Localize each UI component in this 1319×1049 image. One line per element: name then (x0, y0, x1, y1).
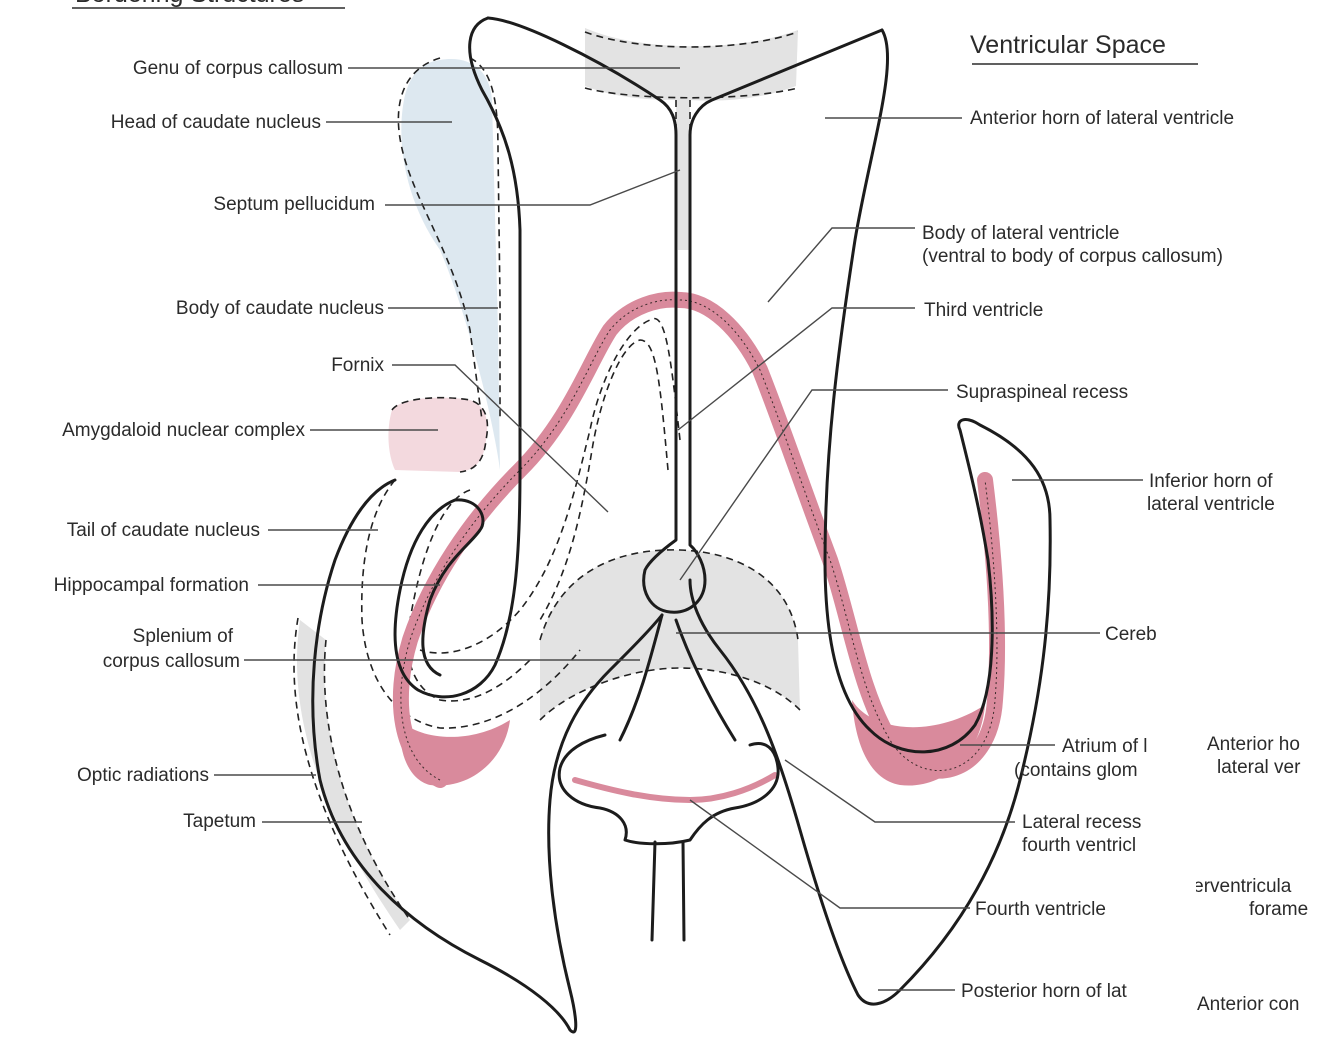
labels-left-group: Genu of corpus callosum Head of caudate … (54, 58, 385, 832)
label-optic-radiations: Optic radiations (77, 765, 209, 786)
label-atrium-line1: Atrium of l (1062, 736, 1148, 757)
label-lateral-recess-line1: Lateral recess (1022, 812, 1141, 833)
choroid-plexus-right-arc (680, 300, 997, 771)
label-tapetum: Tapetum (183, 811, 256, 832)
label-third-ventricle: Third ventricle (924, 300, 1043, 321)
label-atrium-line2: (contains glom (1014, 760, 1138, 781)
label-septum-pellucidum: Septum pellucidum (213, 194, 375, 215)
crop-mask-right (1166, 620, 1196, 1010)
amygdala-fill (388, 398, 487, 472)
fourth-ventricle-stem (652, 842, 684, 940)
label-head-caudate-nucleus: Head of caudate nucleus (111, 112, 321, 133)
label-fornix: Fornix (331, 355, 384, 376)
label-cerebral-aqueduct: Cereb (1105, 624, 1157, 645)
label-edge-anterior-horn: Anterior ho (1207, 734, 1300, 755)
choroid-plexus-right-texture (680, 300, 997, 771)
labels-right-group: Anterior horn of lateral ventricle Body … (922, 108, 1275, 1002)
label-edge-lateral-ventricle: lateral ver (1217, 757, 1301, 778)
label-splenium-line1: Splenium of (133, 626, 234, 647)
label-inferior-horn-line1: Inferior horn of (1149, 471, 1273, 492)
label-tail-caudate-nucleus: Tail of caudate nucleus (67, 520, 260, 541)
label-amygdaloid-nuclear-complex: Amygdaloid nuclear complex (62, 420, 305, 441)
label-body-lateral-ventricle-line2: (ventral to body of corpus callosum) (922, 246, 1223, 267)
label-splenium-line2: corpus callosum (103, 651, 240, 672)
choroid-plexus-fourth-ventricle (575, 775, 775, 800)
label-anterior-horn-lateral-ventricle: Anterior horn of lateral ventricle (970, 108, 1234, 129)
heading-ventricular-space: Ventricular Space (970, 31, 1166, 59)
label-body-caudate-nucleus: Body of caudate nucleus (176, 298, 384, 319)
heading-bordering-structures: Bordering Structures (75, 0, 304, 8)
label-supraspineal-recess: Supraspineal recess (956, 382, 1128, 403)
label-hippocampal-formation: Hippocampal formation (54, 575, 249, 596)
label-edge-anterior-commissure: Anterior con (1197, 994, 1299, 1015)
label-lateral-recess-line2: fourth ventricl (1022, 835, 1136, 856)
choroid-plexus-left-atrium (400, 720, 510, 786)
label-edge-foramen: forame (1249, 899, 1308, 920)
label-genu-corpus-callosum: Genu of corpus callosum (133, 58, 343, 79)
label-body-lateral-ventricle-line1: Body of lateral ventricle (922, 223, 1120, 244)
label-fourth-ventricle: Fourth ventricle (975, 899, 1106, 920)
label-posterior-horn: Posterior horn of lat (961, 981, 1128, 1002)
label-inferior-horn-line2: lateral ventricle (1147, 494, 1275, 515)
